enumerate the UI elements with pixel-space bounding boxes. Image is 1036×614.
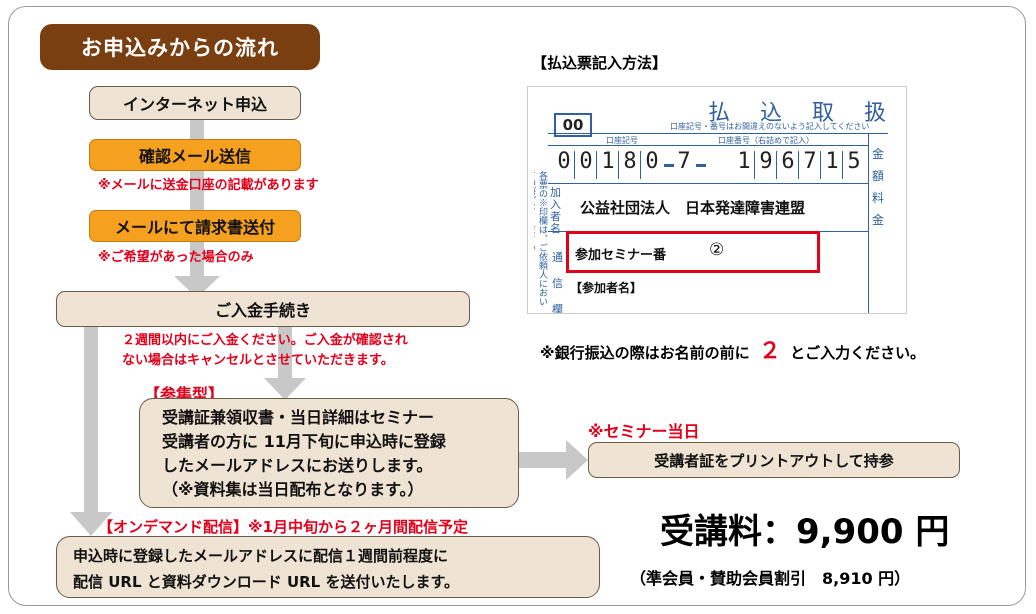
- attend-line2: 受講者の方に 11月下旬に申込時に登録: [162, 432, 446, 451]
- slip-digit: 0: [645, 149, 659, 174]
- bank-transfer-note: ※銀行振込の際はお名前の前に ２ とご入力ください。: [540, 333, 925, 365]
- attend-info-box: 受講証兼領収書・当日詳細はセミナー 受講者の方に 11月下旬に申込時に登録 した…: [139, 398, 519, 508]
- slip-digit: 9: [759, 149, 773, 174]
- slip-digit-divider: [574, 151, 575, 179]
- fee-discount: （準会員・賛助会員割引 8,910 円）: [630, 569, 911, 588]
- attend-flow-arrowhead: [264, 378, 306, 400]
- slip-rule-top: [548, 133, 888, 134]
- slip-dash: [696, 164, 706, 167]
- page-frame: [8, 6, 1026, 606]
- slip-digit-divider: [776, 151, 777, 179]
- slip-box-number: 00: [554, 113, 592, 137]
- step-internet-apply: インターネット申込: [89, 86, 301, 120]
- slip-digit: 1: [601, 149, 615, 174]
- slip-digit-divider: [640, 151, 641, 179]
- slip-digit-divider: [618, 151, 619, 179]
- slip-dash: [664, 164, 674, 167]
- slip-digit-divider: [754, 151, 755, 179]
- slip-heading: 【払込票記入方法】: [532, 54, 668, 72]
- attend-line4: （※資料集は当日配布となります。）: [162, 480, 424, 499]
- slip-seminar-highlight: 参加セミナー番 ②: [566, 231, 820, 273]
- slip-comm-label: 通信欄: [552, 251, 563, 314]
- seminar-day-heading: ※セミナー当日: [588, 422, 700, 441]
- slip-digit: 0: [557, 149, 571, 174]
- slip-payee-label: 加入者名: [550, 186, 561, 235]
- flow-title: お申込みからの流れ: [40, 24, 320, 70]
- slip-label-bangou: 口座番号（右詰めで記入）: [718, 136, 814, 145]
- slip-header-title: 払 込 取 扱: [708, 101, 891, 126]
- step-invoice-mail: メールにて請求書送付: [89, 210, 301, 242]
- slip-digit-divider: [820, 151, 821, 179]
- slip-digit: 1: [737, 149, 751, 174]
- slip-small-note: 口座記号・番号はお間違えのないよう記入してください: [670, 122, 870, 131]
- ondemand-info-box: 申込時に登録したメールアドレスに配信１週間前程度に 配信 URL と資料ダウンロ…: [56, 536, 600, 598]
- day-flow-shaft: [518, 452, 568, 468]
- ondemand-flow-shaft: [84, 326, 98, 522]
- slip-check-digit: 7: [677, 149, 691, 174]
- slip-digit-divider: [798, 151, 799, 179]
- attend-line3: したメールアドレスにお送りします。: [162, 456, 433, 475]
- slip-seminar-label: 参加セミナー番: [575, 248, 667, 263]
- ondemand-line1: 申込時に登録したメールアドレスに配信１週間前程度に: [73, 547, 449, 565]
- step-payment: ご入金手続き: [56, 291, 470, 327]
- day-flow-arrowhead: [566, 440, 588, 480]
- note-payment-line1: ２週間以内にご入金ください。ご入金が確認され: [122, 333, 408, 348]
- slip-left-note: 各票の※印欄は、ご依頼人において記載してください: [534, 171, 547, 306]
- slip-rule-right: [868, 133, 869, 313]
- slip-digit: 5: [847, 149, 861, 174]
- slip-digit: 7: [803, 149, 817, 174]
- attend-flow-shaft: [278, 326, 292, 386]
- note-remit-account: ※メールに送金口座の記載があります: [98, 178, 319, 193]
- slip-digit: 1: [825, 149, 839, 174]
- slip-seminar-number: ②: [709, 240, 725, 260]
- slip-digit-divider: [596, 151, 597, 179]
- note-payment-deadline: ２週間以内にご入金ください。ご入金が確認され ない場合はキャンセルとさせていただ…: [122, 331, 408, 371]
- slip-rule-mid: [548, 145, 868, 146]
- step-confirm-mail: 確認メール送信: [89, 139, 301, 171]
- ondemand-flow-arrowhead: [70, 512, 112, 536]
- slip-label-kigou: 口座記号: [606, 136, 638, 145]
- slip-side-labels: 金 額 料 金: [872, 143, 884, 231]
- fee-main: 受講料：9,900 円: [660, 512, 950, 552]
- main-flow-arrowhead: [174, 276, 220, 298]
- slip-participant-label: 【参加者名】: [570, 281, 643, 295]
- slip-side-kin: 金: [872, 147, 885, 161]
- note-payment-line2: ない場合はキャンセルとさせていただきます。: [122, 353, 394, 368]
- ondemand-line2: 配信 URL と資料ダウンロード URL を送付いたします。: [73, 573, 459, 591]
- slip-digit-divider: [842, 151, 843, 179]
- slip-side-kin2: 金: [872, 213, 885, 227]
- slip-payee-name: 公益社団法人 日本発達障害連盟: [580, 199, 806, 217]
- slip-rule-payee: [548, 183, 868, 184]
- bank-note-before: ※銀行振込の際はお名前の前に: [540, 344, 750, 362]
- bank-note-after: とご入力ください。: [790, 344, 926, 362]
- slip-digit: 0: [579, 149, 593, 174]
- ondemand-heading: 【オンデマンド配信】※1月中旬から２ヶ月間配信予定: [98, 518, 469, 536]
- attend-line1: 受講証兼領収書・当日詳細はセミナー: [162, 408, 435, 427]
- bank-note-number: ２: [758, 339, 781, 364]
- slip-side-gaku: 額: [872, 169, 885, 183]
- note-on-request: ※ご希望があった場合のみ: [98, 250, 254, 265]
- payment-slip-image: 各票の※印欄は、ご依頼人において記載してください 00 払 込 取 扱 口座記号…: [527, 86, 907, 314]
- slip-digit: 6: [781, 149, 795, 174]
- slip-side-ryo: 料: [872, 191, 885, 205]
- print-ticket-box: 受講者証をプリントアウトして持参: [588, 442, 960, 478]
- slip-digit: 8: [623, 149, 637, 174]
